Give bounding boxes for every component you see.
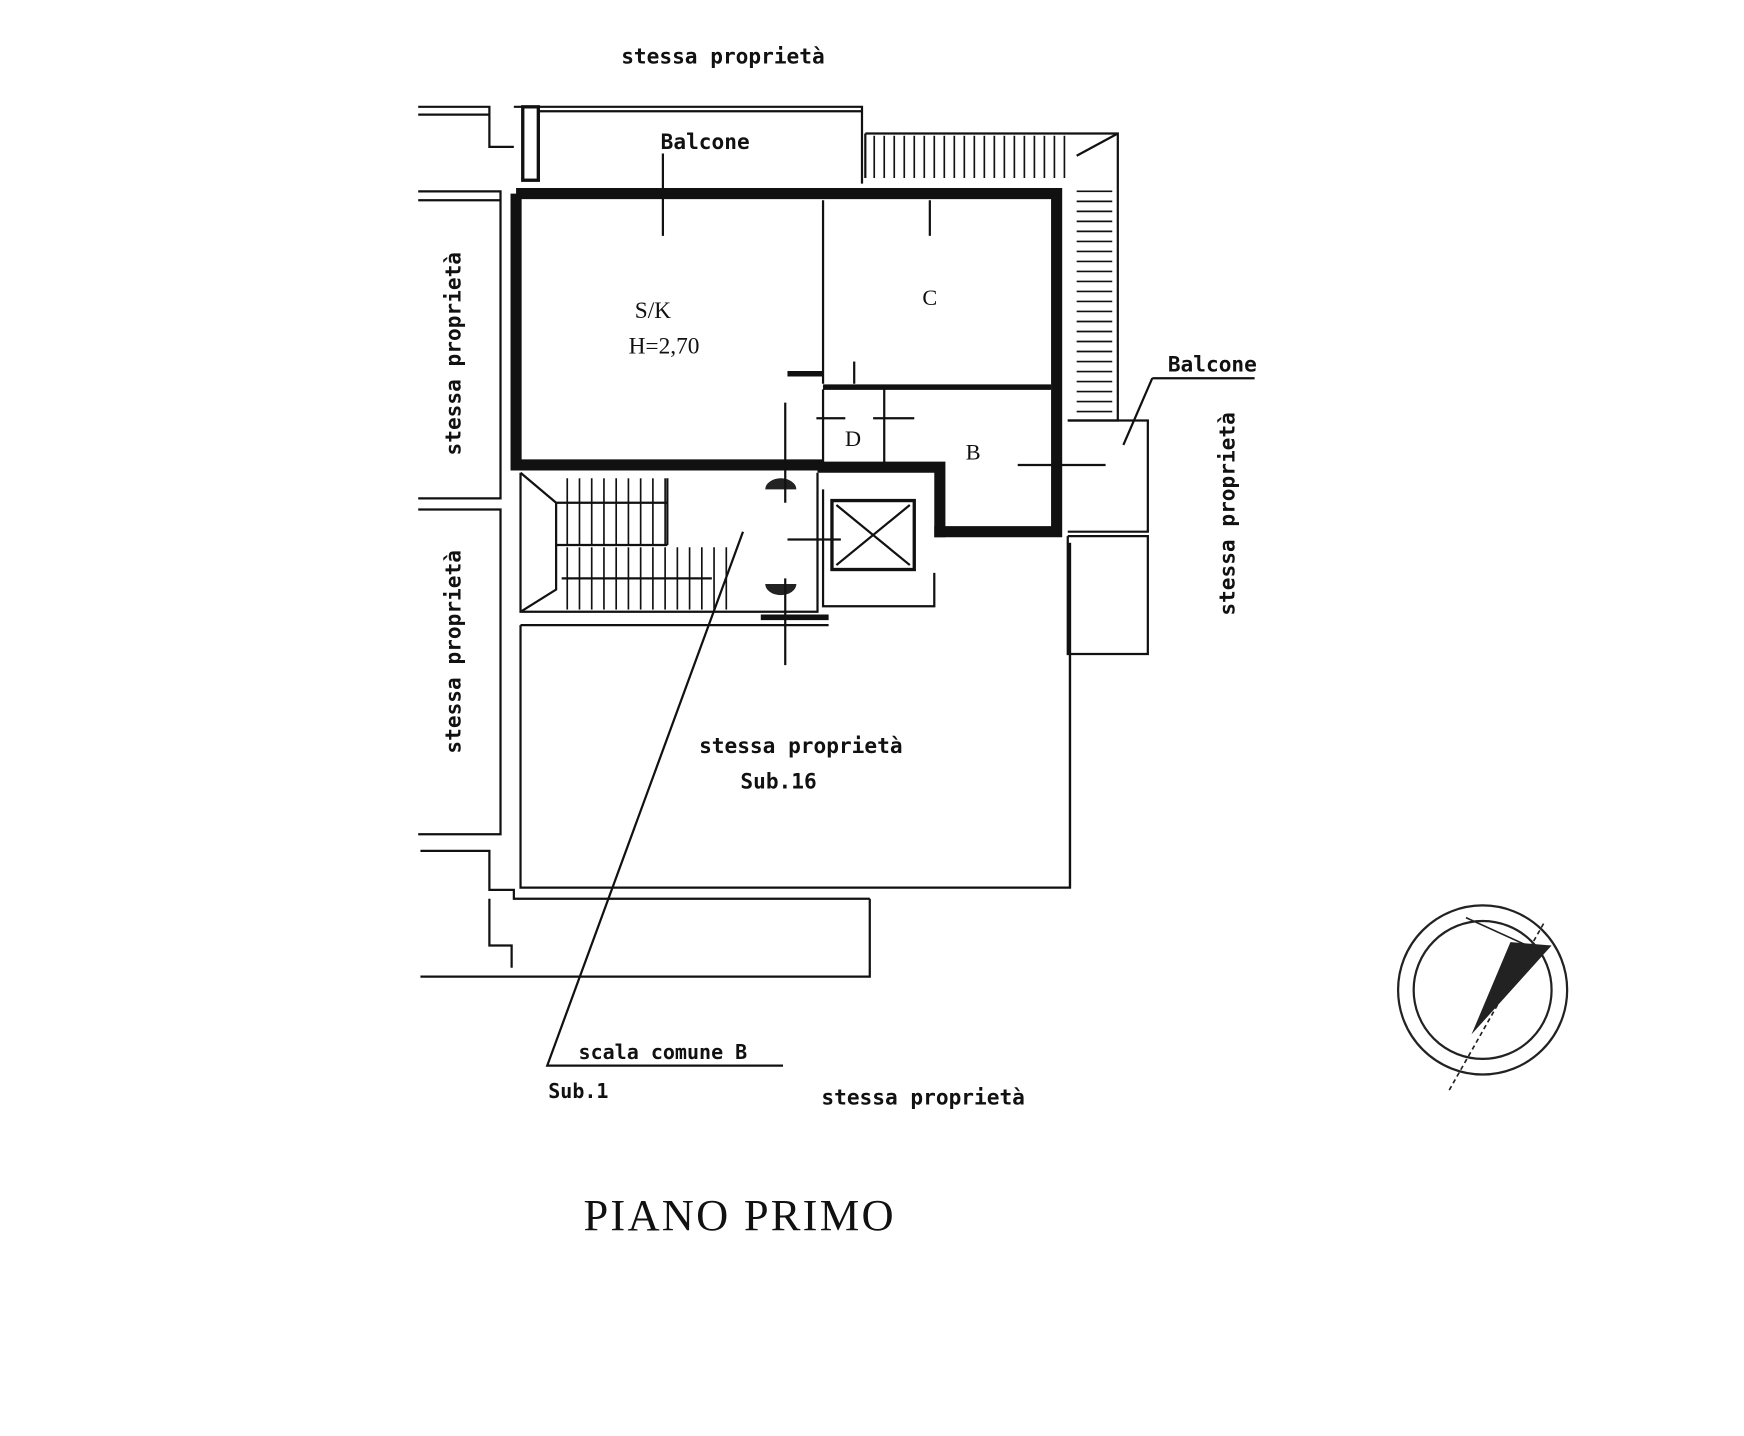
common-stairwell: [519, 402, 936, 666]
plan-title: PIANO PRIMO: [583, 1190, 895, 1240]
left-neighbour-walls: [418, 105, 871, 978]
room-balcone-right: Balcone: [1168, 352, 1257, 377]
room-balcone-top: Balcone: [661, 129, 750, 154]
room-b: B: [966, 439, 981, 464]
label-left-lower: stessa proprietà: [440, 550, 465, 754]
top-balcony: [513, 105, 864, 236]
label-bottom: stessa proprietà: [821, 1085, 1025, 1110]
label-left-upper: stessa proprietà: [440, 252, 465, 455]
north-arrow-icon: [1396, 904, 1569, 1091]
stairs-leader-line: [545, 531, 784, 1067]
apartment-walls: [510, 188, 1106, 538]
room-d: D: [845, 426, 861, 451]
room-living-kitchen: S/K: [635, 298, 671, 324]
sub-16-area: [519, 542, 1072, 889]
room-c: C: [922, 285, 937, 310]
label-stairs-sub: Sub.1: [548, 1079, 608, 1103]
label-center: stessa proprietà: [699, 733, 903, 758]
terrace-strip: [864, 132, 1119, 422]
room-height: H=2,70: [629, 334, 700, 360]
label-right: stessa proprietà: [1215, 412, 1240, 616]
label-center-sub: Sub.16: [740, 769, 816, 794]
label-top: stessa proprietà: [621, 43, 825, 68]
label-stairs: scala comune B: [579, 1040, 748, 1064]
